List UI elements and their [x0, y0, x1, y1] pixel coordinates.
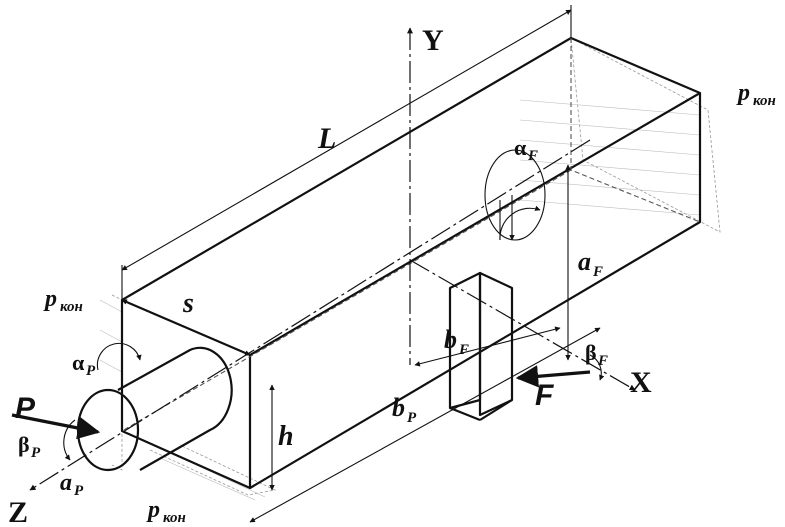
- svg-text:F: F: [527, 148, 538, 164]
- svg-text:F: F: [458, 342, 469, 358]
- svg-text:a: a: [578, 247, 591, 276]
- svg-text:P: P: [74, 483, 84, 499]
- svg-text:p: p: [736, 80, 750, 106]
- svg-text:α: α: [514, 135, 527, 160]
- svg-text:F: F: [597, 353, 608, 369]
- alpha-f-rotation: [484, 149, 546, 241]
- alpha-p-label: α P: [72, 350, 96, 379]
- dimension-lines: [63, 5, 605, 523]
- svg-text:кон: кон: [753, 93, 776, 109]
- svg-text:p: p: [146, 497, 160, 523]
- pkon-right-label: p кон: [736, 80, 776, 109]
- svg-text:кон: кон: [60, 299, 83, 315]
- svg-text:β: β: [585, 340, 597, 365]
- axis-x-label: X: [630, 366, 652, 399]
- front-cylinder: [76, 346, 233, 472]
- alpha-f-label: α F: [514, 135, 538, 164]
- beta-p-label: β P: [18, 432, 41, 461]
- axis-y-label: Y: [422, 24, 444, 57]
- length-label: L: [317, 122, 336, 155]
- svg-text:α: α: [72, 350, 85, 375]
- pkon-left-label: p кон: [43, 286, 83, 315]
- force-arrows: [11, 365, 591, 440]
- dist-bp-label: b P: [392, 393, 417, 426]
- axes: [29, 27, 636, 491]
- svg-text:a: a: [60, 470, 72, 496]
- svg-text:β: β: [18, 432, 30, 457]
- height-label: h: [278, 421, 294, 452]
- beta-f-label: β F: [585, 340, 608, 369]
- svg-text:p: p: [43, 286, 57, 312]
- pkon-bottom-label: p кон: [146, 497, 186, 526]
- pressure-zone-right: [519, 37, 721, 233]
- svg-text:b: b: [392, 393, 405, 422]
- svg-text:P: P: [86, 363, 96, 379]
- svg-text:кон: кон: [163, 510, 186, 526]
- force-f-label: F: [535, 379, 554, 412]
- svg-text:P: P: [407, 410, 417, 426]
- svg-text:F: F: [592, 264, 603, 280]
- width-label: s: [182, 288, 194, 319]
- dist-ap-label: a P: [60, 470, 84, 499]
- force-p-label: P: [15, 392, 36, 425]
- svg-text:P: P: [31, 445, 41, 461]
- dist-af-label: a F: [578, 247, 603, 280]
- axis-z-label: Z: [8, 496, 28, 527]
- svg-text:b: b: [444, 325, 457, 354]
- dist-bf-label: b F: [444, 325, 469, 358]
